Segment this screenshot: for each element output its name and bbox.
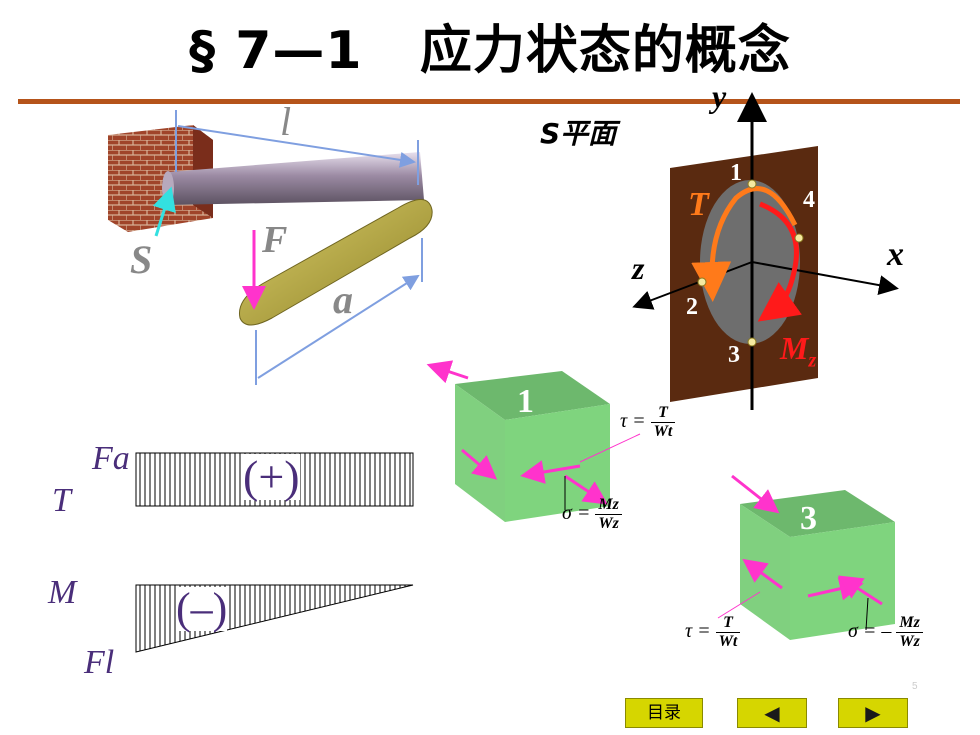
- triangle-left-icon: ◀: [764, 701, 780, 725]
- label-axis-y: y: [712, 78, 727, 114]
- label-length-a: a: [333, 277, 353, 322]
- moment-sign: (–): [176, 584, 228, 633]
- cube1-normal-arrow: [564, 474, 608, 505]
- length-a-dimension: [257, 274, 420, 379]
- cube1-shear-arrow-top: [426, 360, 469, 384]
- stress-element-cube-1: [455, 371, 610, 522]
- cube3-label: 3: [800, 500, 817, 537]
- x-axis: [751, 261, 899, 295]
- label-force-f: F: [262, 219, 288, 261]
- point-4-marker: [794, 233, 804, 243]
- page-number: 5: [912, 681, 918, 692]
- label-point-3: 3: [728, 342, 740, 368]
- cube3-normal-arrow: [837, 575, 883, 606]
- torque-t-arrow: [691, 186, 798, 302]
- prev-slide-button[interactable]: ◀: [737, 698, 807, 728]
- label-point-1: 1: [730, 160, 742, 186]
- point-2-marker: [697, 277, 707, 287]
- label-length-l: l: [280, 99, 292, 144]
- moment-mz-arrow: [757, 201, 802, 322]
- section-s-arrow: [152, 186, 176, 237]
- label-section-s: S: [130, 237, 153, 282]
- slide-title: § 7—1 应力状态的概念: [189, 21, 791, 81]
- length-l-dimension: [177, 125, 416, 168]
- label-moment-mz: Mz: [780, 330, 817, 372]
- label-point-4: 4: [803, 187, 815, 213]
- label-t-value: Fa: [92, 440, 130, 477]
- label-torque-t: T: [688, 186, 709, 223]
- cube1-label: 1: [517, 383, 534, 420]
- shaft: [168, 152, 424, 205]
- label-point-2: 2: [686, 294, 698, 320]
- triangle-right-icon: ▶: [865, 701, 881, 725]
- s-plane-label: S平面: [540, 117, 617, 150]
- next-slide-button[interactable]: ▶: [838, 698, 908, 728]
- cube1-shear-arrow-left: [461, 448, 498, 480]
- label-m-diagram: M: [48, 574, 77, 611]
- cube1-shear-arrow-front: [520, 460, 581, 484]
- point-1-marker: [747, 179, 757, 189]
- label-axis-z: z: [632, 250, 645, 286]
- toc-button[interactable]: 目录: [625, 698, 703, 728]
- label-t-diagram: T: [52, 482, 71, 519]
- cube3-shear-arrow-left: [742, 558, 783, 590]
- point-3-marker: [747, 337, 757, 347]
- label-axis-x: x: [887, 236, 904, 273]
- title-divider: [18, 99, 960, 104]
- label-m-value: Fl: [84, 644, 115, 681]
- cube3-shear-arrow-top: [731, 474, 780, 514]
- torque-sign: (+): [243, 451, 300, 502]
